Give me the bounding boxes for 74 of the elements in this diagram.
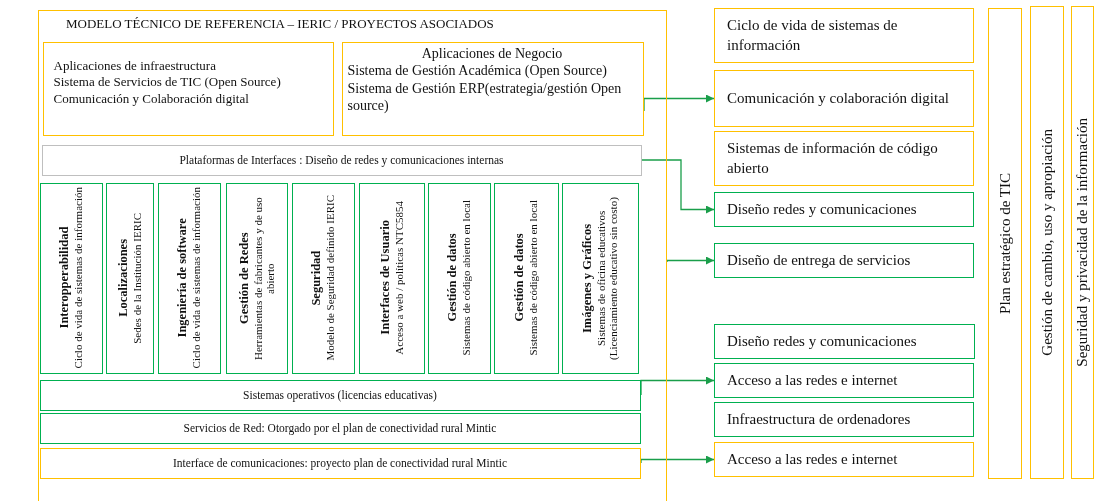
box-text: Diseño de entrega de servicios bbox=[727, 250, 911, 270]
box-text: Infraestructura de ordenadores bbox=[727, 409, 911, 429]
frame-title: MODELO TÉCNICO DE REFERENCIA – IERIC / PROYECTOS ASOCIADOS bbox=[66, 16, 494, 32]
box-text: Sistema de Gestión Académica (Open Source) bbox=[347, 62, 607, 80]
box-text: Diseño redes y comunicaciones bbox=[727, 199, 917, 219]
application-box bbox=[42, 41, 334, 136]
box-text: Acceso a web / políticas NTC5854 bbox=[392, 201, 405, 355]
box-text: Sistemas de código abierto en local bbox=[526, 200, 539, 356]
layer-bar bbox=[39, 412, 641, 444]
box-heading: Ingeniería de software bbox=[176, 217, 190, 340]
box-text: Diseño redes y comunicaciones bbox=[727, 331, 917, 351]
application-box bbox=[341, 41, 644, 136]
band bbox=[1030, 6, 1064, 479]
box-text: Comunicación y colaboración digital bbox=[727, 88, 950, 108]
component-box bbox=[39, 182, 103, 374]
band-text: Gestión de cambio, uso y apropiación bbox=[1038, 129, 1056, 356]
result-box bbox=[714, 324, 975, 359]
component-box bbox=[225, 182, 288, 374]
result-box bbox=[714, 402, 974, 437]
box-text: Sedes de la Institución IERIC bbox=[130, 212, 143, 344]
box-text: Sistemas de oficina educativos (Licenciamiento educativo sin costo) bbox=[594, 195, 619, 362]
bar-text: Interface de comunicaciones: proyecto plan de conectividad rural Mintic bbox=[173, 457, 507, 469]
box-text: Modelo de Seguridad definido IERIC bbox=[323, 195, 336, 361]
box-text: Aplicaciones de infraestructura bbox=[53, 57, 216, 75]
layer-bar bbox=[39, 447, 641, 479]
result-box bbox=[714, 442, 974, 477]
band-text: Seguridad y privacidad de la información bbox=[1074, 118, 1091, 367]
result-box bbox=[714, 70, 974, 127]
box-text: Acceso a las redes e internet bbox=[727, 449, 898, 469]
box-text: Ciclo de vida de sistemas de información bbox=[189, 187, 202, 369]
box-heading: Interfaces de Usuario bbox=[378, 219, 393, 338]
component-box bbox=[493, 182, 559, 374]
box-text: Sistemas de código abierto en local bbox=[459, 200, 472, 356]
arrow bbox=[640, 455, 715, 464]
box-heading: Seguridad bbox=[310, 249, 324, 308]
box-text: Sistemas de información de código abierto bbox=[727, 139, 939, 178]
box-heading: Imágenes y Gráficos bbox=[581, 222, 595, 335]
box-heading: Interopperabilidad bbox=[58, 226, 72, 331]
component-box bbox=[291, 182, 355, 374]
result-box bbox=[714, 131, 974, 186]
box-text: Herramientas de fabricantes y de uso abierto bbox=[251, 195, 276, 362]
model-frame bbox=[38, 10, 667, 501]
result-box bbox=[714, 8, 974, 63]
result-box bbox=[714, 363, 974, 398]
box-heading: Aplicaciones de Negocio bbox=[421, 44, 563, 62]
box-heading: Gestión de datos bbox=[446, 232, 460, 325]
box-text: Sistema de Servicios de TIC (Open Source) bbox=[53, 74, 281, 92]
layer-bar bbox=[39, 379, 641, 411]
arrow bbox=[641, 159, 715, 214]
component-box bbox=[561, 182, 639, 374]
box-heading: Localizaciones bbox=[116, 238, 131, 319]
component-box bbox=[105, 182, 154, 374]
layer-bar bbox=[41, 144, 642, 176]
box-heading: Gestión de Redes bbox=[237, 231, 252, 326]
bar-text: Servicios de Red: Otorgado por el plan de conectividad rural Mintic bbox=[183, 422, 497, 434]
bar-text: Plataformas de Interfaces : Diseño de redes y comunicaciones internas bbox=[179, 154, 504, 166]
result-box bbox=[714, 243, 974, 278]
box-text: Acceso a las redes e internet bbox=[727, 370, 898, 390]
arrow bbox=[640, 376, 715, 396]
box-text: Ciclo de vida de sistemas de información bbox=[71, 187, 84, 369]
box-heading: Gestión de datos bbox=[513, 232, 527, 325]
box-text: Sistema de Gestión ERP(estrategia/gestión Open source) bbox=[347, 79, 623, 115]
band-text: Plan estratégico de TIC bbox=[996, 173, 1014, 314]
band bbox=[988, 8, 1022, 479]
box-text: Ciclo de vida de sistemas de información bbox=[727, 16, 899, 55]
component-box bbox=[427, 182, 491, 374]
arrow bbox=[666, 256, 715, 265]
component-box bbox=[358, 182, 425, 374]
result-box bbox=[714, 192, 974, 227]
box-text: Comunicación y Colaboración digital bbox=[53, 91, 249, 109]
component-box bbox=[157, 182, 221, 374]
band bbox=[1071, 6, 1094, 479]
arrow bbox=[643, 94, 715, 112]
bar-text: Sistemas operativos (licencias educativas) bbox=[243, 389, 437, 401]
